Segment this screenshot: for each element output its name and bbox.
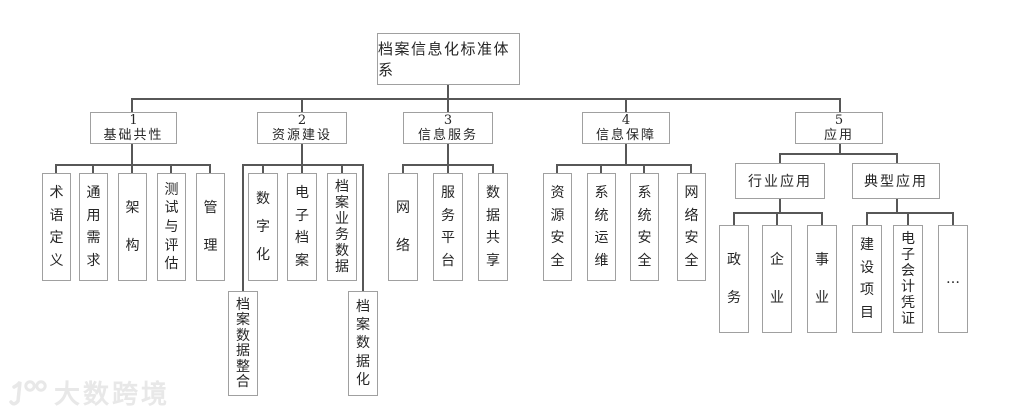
connector — [301, 98, 303, 112]
connector — [242, 164, 244, 291]
node-archive-business-data: 档案业务数据 — [327, 173, 357, 281]
node-service-platform: 服务平台 — [433, 173, 463, 281]
connector — [866, 212, 954, 214]
connector — [301, 144, 303, 164]
node-data-sharing: 数据共享 — [478, 173, 508, 281]
branch-number: 2 — [297, 113, 307, 128]
branch-label: 信息服务 — [417, 128, 478, 143]
connector — [55, 164, 57, 173]
branch-number: 1 — [129, 113, 138, 128]
connector — [55, 164, 211, 166]
ten-to-100-logo-icon — [9, 379, 47, 405]
node-branch-information-service: 3 信息服务 — [403, 112, 493, 144]
connector — [242, 164, 364, 166]
node-general-requirements: 通用需求 — [79, 173, 108, 281]
node-construction-project: 建设项目 — [852, 225, 882, 333]
node-public-institution: 事业 — [807, 225, 837, 333]
connector — [625, 144, 627, 164]
connector — [170, 164, 172, 173]
connector — [625, 98, 627, 112]
connector — [839, 144, 841, 153]
node-terminology-definition: 术语定义 — [42, 173, 71, 281]
branch-number: 4 — [621, 113, 631, 128]
connector — [733, 212, 735, 225]
connector — [733, 212, 823, 214]
connector — [643, 164, 645, 173]
connector — [447, 144, 449, 164]
node-branch-resource-construction: 2 资源建设 — [257, 112, 347, 144]
node-system-security: 系统安全 — [630, 173, 659, 281]
branch-label: 基础共性 — [103, 128, 164, 143]
node-archive-datafication: 档案数据化 — [348, 291, 378, 396]
root-label: 档案信息化标准体系 — [378, 40, 511, 79]
node-architecture: 架构 — [118, 173, 147, 281]
connector — [690, 164, 692, 173]
connector — [362, 164, 364, 291]
node-network-security: 网络安全 — [677, 173, 706, 281]
node-e-accounting-voucher: 电子会计凭证 — [893, 225, 923, 333]
node-network: 网络 — [388, 173, 418, 281]
connector — [556, 164, 558, 173]
connector — [779, 153, 898, 155]
node-branch-basics: 1 基础共性 — [90, 112, 177, 144]
branch-label: 资源建设 — [271, 128, 332, 143]
connector — [896, 153, 898, 163]
connector — [779, 153, 781, 163]
connector — [556, 164, 692, 166]
node-government: 政务 — [719, 225, 749, 333]
node-typical-application: 典型应用 — [852, 163, 940, 199]
node-management: 管理 — [196, 173, 225, 281]
connector — [447, 85, 449, 98]
node-branch-information-assurance: 4 信息保障 — [582, 112, 670, 144]
node-resource-security: 资源安全 — [543, 173, 572, 281]
connector — [447, 164, 449, 173]
node-archive-data-integration: 档案数据整合 — [228, 291, 258, 396]
connector — [262, 164, 264, 173]
connector — [131, 98, 133, 112]
node-branch-application: 5 应用 — [795, 112, 883, 144]
connector — [131, 98, 841, 100]
watermark: 大数跨境 — [8, 374, 170, 411]
connector — [896, 199, 898, 212]
node-digitization: 数字化 — [248, 173, 278, 281]
node-enterprise: 企业 — [762, 225, 792, 333]
node-system-operation: 系统运维 — [587, 173, 616, 281]
connector — [839, 98, 841, 112]
connector — [341, 164, 343, 173]
connector — [776, 212, 778, 225]
node-industry-application: 行业应用 — [735, 163, 825, 199]
node-root: 档案信息化标准体系 — [377, 33, 520, 85]
connector — [952, 212, 954, 225]
connector — [492, 164, 494, 173]
connector — [92, 164, 94, 173]
connector — [209, 164, 211, 173]
connector — [866, 212, 868, 225]
watermark-text: 大数跨境 — [54, 379, 171, 409]
branch-number: 5 — [834, 113, 844, 128]
node-electronic-records: 电子档案 — [287, 173, 317, 281]
connector — [402, 164, 404, 173]
branch-label: 信息保障 — [595, 128, 656, 143]
branch-number: 3 — [443, 113, 453, 128]
connector — [131, 144, 133, 164]
node-ellipsis: … — [938, 225, 968, 333]
node-testing-evaluation: 测试与评估 — [157, 173, 186, 281]
branch-label: 应用 — [823, 128, 854, 143]
connector — [600, 164, 602, 173]
connector — [779, 199, 781, 212]
connector — [821, 212, 823, 225]
connector — [301, 164, 303, 173]
connector — [447, 98, 449, 112]
connector — [907, 212, 909, 225]
connector — [131, 164, 133, 173]
